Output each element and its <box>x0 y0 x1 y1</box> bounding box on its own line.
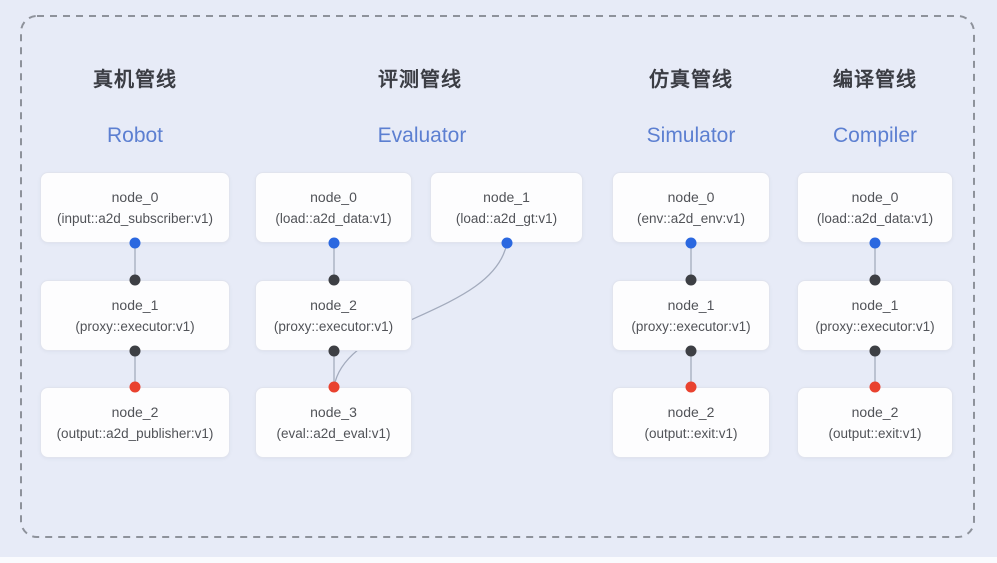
port-compiler-node1-out-icon <box>869 345 881 357</box>
node-type: (output::exit:v1) <box>644 425 738 441</box>
node-name: node_1 <box>667 296 715 313</box>
port-compiler-node0-out-icon <box>869 237 881 249</box>
node-type: (proxy::executor:v1) <box>631 318 751 334</box>
node-box-compiler-node2: node_2 (output::exit:v1) <box>797 387 953 458</box>
node-box-simulator-node2: node_2 (output::exit:v1) <box>612 387 770 458</box>
node-name: node_2 <box>851 403 899 420</box>
port-evaluator-node0-out-icon <box>328 237 340 249</box>
node-box-evaluator-node0: node_0 (load::a2d_data:v1) <box>255 172 412 243</box>
node-box-robot-node1: node_1 (proxy::executor:v1) <box>40 280 230 351</box>
dashed-frame <box>20 15 975 538</box>
node-name: node_2 <box>667 403 715 420</box>
port-compiler-node1-in-icon <box>869 274 881 286</box>
node-name: node_2 <box>310 296 357 313</box>
port-evaluator-node3-in-icon <box>328 381 340 393</box>
node-box-compiler-node0: node_0 (load::a2d_data:v1) <box>797 172 953 243</box>
node-type: (eval::a2d_eval:v1) <box>276 425 391 441</box>
node-box-robot-node2: node_2 (output::a2d_publisher:v1) <box>40 387 230 458</box>
node-type: (proxy::executor:v1) <box>75 318 195 334</box>
node-box-evaluator-node2: node_2 (proxy::executor:v1) <box>255 280 412 351</box>
node-box-evaluator-node1: node_1 (load::a2d_gt:v1) <box>430 172 583 243</box>
port-evaluator-node2-out-icon <box>328 345 340 357</box>
pipeline-title-zh-evaluator: 评测管线 <box>378 69 462 91</box>
port-simulator-node1-in-icon <box>685 274 697 286</box>
node-box-robot-node0: node_0 (input::a2d_subscriber:v1) <box>40 172 230 243</box>
node-type: (output::a2d_publisher:v1) <box>56 425 214 441</box>
bottom-margin <box>0 557 997 563</box>
node-type: (env::a2d_env:v1) <box>636 210 746 226</box>
node-name: node_0 <box>851 188 899 205</box>
node-type: (load::a2d_data:v1) <box>275 210 392 226</box>
port-robot-node1-out-icon <box>129 345 141 357</box>
node-name: node_1 <box>851 296 899 313</box>
port-robot-node2-in-icon <box>129 381 141 393</box>
pipeline-title-en-compiler: Compiler <box>832 124 918 147</box>
node-type: (input::a2d_subscriber:v1) <box>56 210 214 226</box>
port-robot-node0-out-icon <box>129 237 141 249</box>
node-box-simulator-node1: node_1 (proxy::executor:v1) <box>612 280 770 351</box>
port-robot-node1-in-icon <box>129 274 141 286</box>
node-type: (load::a2d_gt:v1) <box>455 210 558 226</box>
edge-evaluator-n1-n3-curve <box>333 242 508 388</box>
pipeline-title-en-simulator: Simulator <box>646 124 736 147</box>
node-type: (proxy::executor:v1) <box>273 318 394 334</box>
node-type: (proxy::executor:v1) <box>815 318 935 334</box>
node-box-compiler-node1: node_1 (proxy::executor:v1) <box>797 280 953 351</box>
node-type: (load::a2d_data:v1) <box>816 210 934 226</box>
port-simulator-node1-out-icon <box>685 345 697 357</box>
node-type: (output::exit:v1) <box>828 425 922 441</box>
port-evaluator-node2-in-icon <box>328 274 340 286</box>
node-box-evaluator-node3: node_3 (eval::a2d_eval:v1) <box>255 387 412 458</box>
node-name: node_1 <box>483 188 530 205</box>
pipeline-title-zh-simulator: 仿真管线 <box>649 69 733 91</box>
node-name: node_0 <box>111 188 159 205</box>
port-evaluator-node1-out-icon <box>501 237 513 249</box>
node-name: node_2 <box>111 403 159 420</box>
pipeline-title-en-evaluator: Evaluator <box>377 124 467 147</box>
node-name: node_3 <box>310 403 357 420</box>
port-simulator-node0-out-icon <box>685 237 697 249</box>
node-name: node_0 <box>310 188 357 205</box>
port-compiler-node2-in-icon <box>869 381 881 393</box>
pipeline-title-zh-compiler: 编译管线 <box>833 69 917 91</box>
node-name: node_1 <box>111 296 159 313</box>
pipeline-title-zh-robot: 真机管线 <box>93 69 177 91</box>
pipeline-title-en-robot: Robot <box>106 124 164 147</box>
port-simulator-node2-in-icon <box>685 381 697 393</box>
node-name: node_0 <box>667 188 715 205</box>
node-box-simulator-node0: node_0 (env::a2d_env:v1) <box>612 172 770 243</box>
